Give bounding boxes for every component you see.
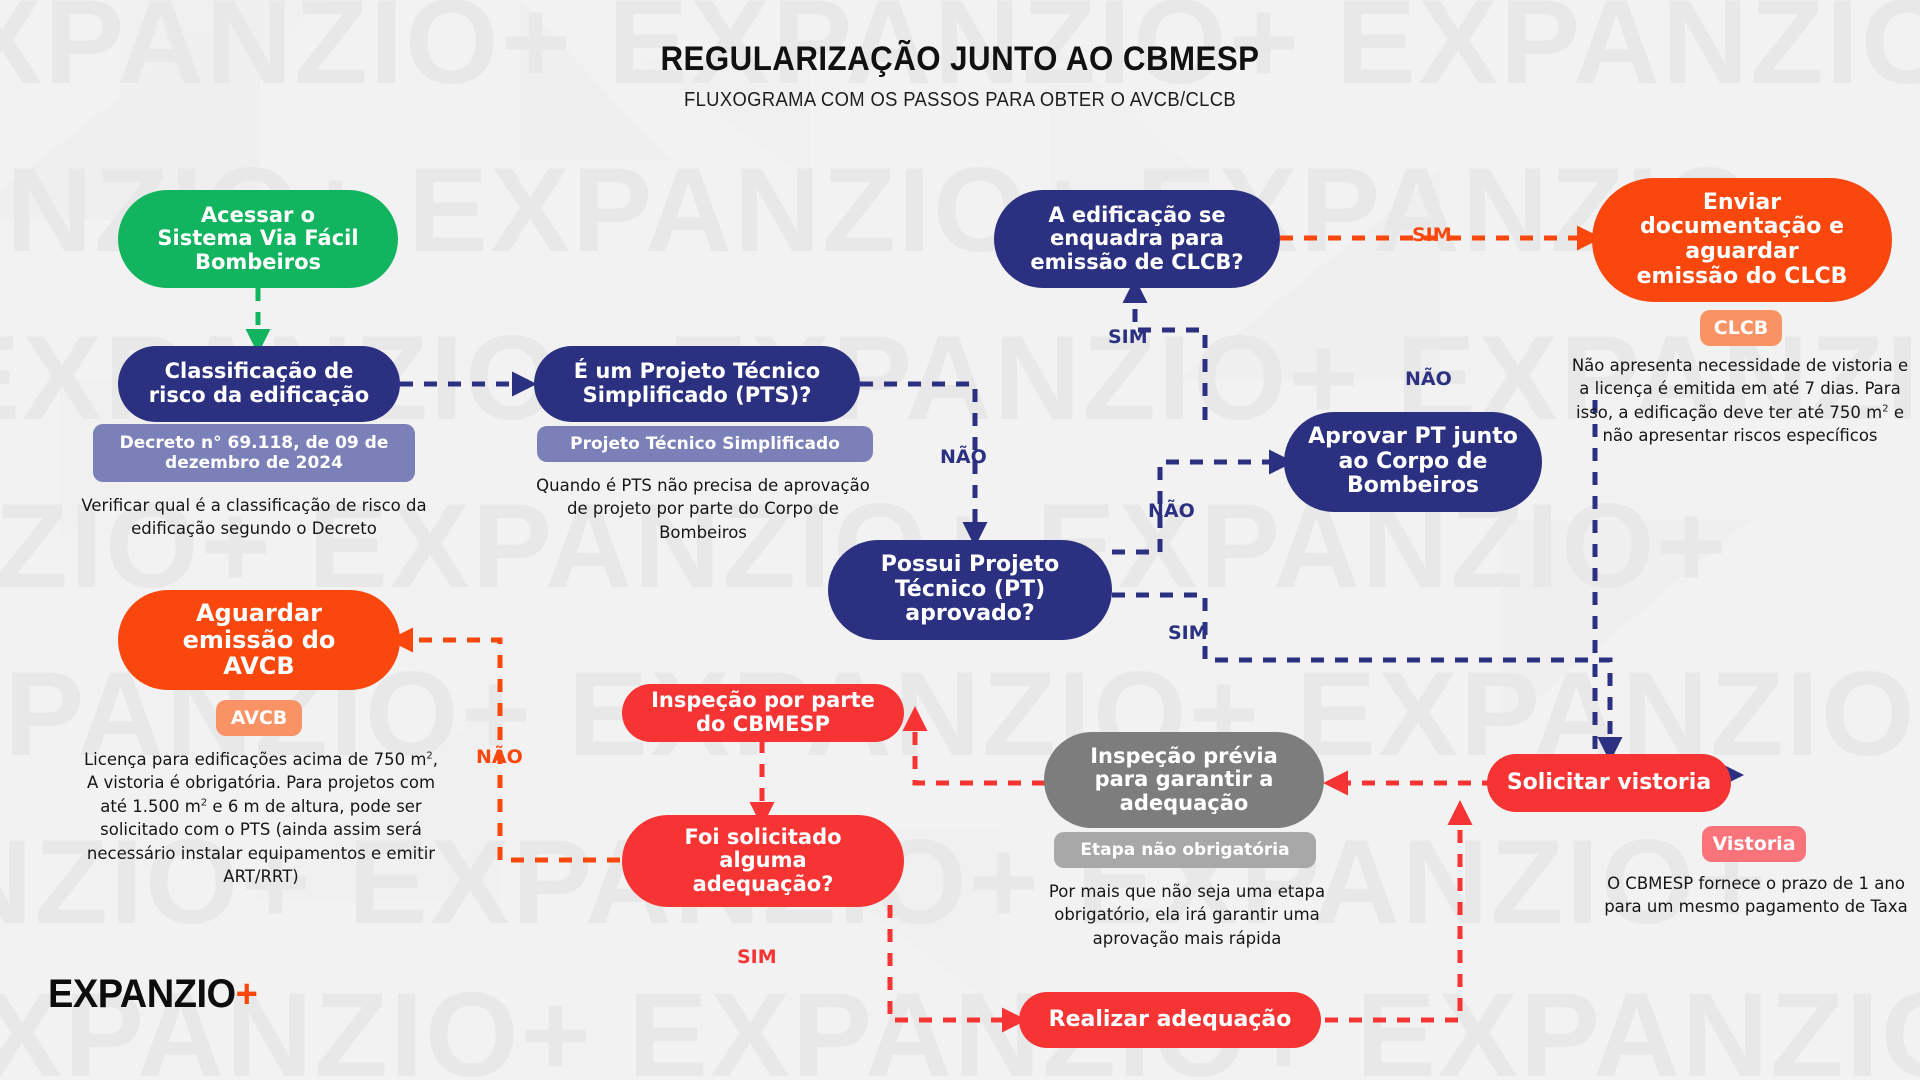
badge-pts: Projeto Técnico Simplificado — [537, 426, 873, 462]
caption-classificacao: Verificar qual é a classificação de risc… — [78, 494, 430, 541]
badge-label: CLCB — [1713, 317, 1769, 339]
caption-text: Quando é PTS não precisa de aprovação de… — [536, 476, 870, 542]
edge-label-nao-clcb: NÃO — [1405, 368, 1452, 390]
edge-label-sim-adequacao: SIM — [737, 946, 777, 968]
edge-label-sim-pt: SIM — [1168, 622, 1208, 644]
node-label: Realizar adequação — [1048, 1006, 1292, 1032]
brand-plus-icon: + — [235, 972, 258, 1016]
node-solicitar-vistoria[interactable]: Solicitar vistoria — [1487, 754, 1731, 812]
caption-text: Por mais que não seja uma etapa obrigató… — [1048, 882, 1326, 948]
badge-vistoria: Vistoria — [1702, 826, 1806, 862]
edge-label-sim-enquadra: SIM — [1108, 326, 1148, 348]
caption-text: Verificar qual é a classificação de risc… — [81, 496, 427, 539]
caption-clcb: Não apresenta necessidade de vistoria e … — [1570, 354, 1910, 448]
edge-label-text: SIM — [1168, 622, 1208, 644]
badge-avcb: AVCB — [216, 700, 302, 736]
caption-inspecao-previa: Por mais que não seja uma etapa obrigató… — [1034, 880, 1340, 950]
node-label: Solicitar vistoria — [1506, 769, 1712, 795]
header: REGULARIZAÇÃO JUNTO AO CBMESP FLUXOGRAMA… — [0, 40, 1920, 112]
badge-label: Etapa não obrigatória — [1080, 840, 1290, 860]
badge-label: AVCB — [230, 707, 288, 729]
badge-label: Projeto Técnico Simplificado — [570, 434, 840, 454]
caption-avcb: Licença para edificações acima de 750 m2… — [76, 748, 446, 889]
page-title: REGULARIZAÇÃO JUNTO AO CBMESP — [660, 40, 1260, 78]
caption-text: Não apresenta necessidade de vistoria e … — [1571, 356, 1909, 446]
caption-text: O CBMESP fornece o prazo de 1 ano para u… — [1604, 874, 1908, 917]
caption-vistoria: O CBMESP fornece o prazo de 1 ano para u… — [1600, 872, 1912, 919]
edge-label-text: NÃO — [476, 746, 523, 768]
caption-pts: Quando é PTS não precisa de aprovação de… — [528, 474, 878, 544]
edge-label-sim-clcb: SIM — [1412, 224, 1452, 246]
brand-name: EXPANZIO — [48, 972, 236, 1016]
edge-label-nao-pts: NÃO — [940, 446, 987, 468]
edge-label-nao-pt: NÃO — [1148, 500, 1195, 522]
edge-label-text: SIM — [1108, 326, 1148, 348]
edge-label-text: NÃO — [940, 446, 987, 468]
node-realizar-adequacao[interactable]: Realizar adequação — [1019, 992, 1321, 1048]
caption-text: Licença para edificações acima de 750 m2… — [83, 750, 439, 887]
edge-label-text: SIM — [1412, 224, 1452, 246]
brand-logo: EXPANZIO+ — [48, 972, 258, 1017]
edge-label-text: NÃO — [1405, 368, 1452, 390]
badge-label: Vistoria — [1712, 833, 1796, 855]
edge-label-text: SIM — [737, 946, 777, 968]
edge-label-text: NÃO — [1148, 500, 1195, 522]
badge-clcb: CLCB — [1700, 310, 1782, 346]
page-subtitle: FLUXOGRAMA COM OS PASSOS PARA OBTER O AV… — [683, 89, 1237, 111]
badge-etapa-nao-obrigatoria: Etapa não obrigatória — [1054, 832, 1316, 868]
edge-label-nao-adequacao: NÃO — [476, 746, 523, 768]
